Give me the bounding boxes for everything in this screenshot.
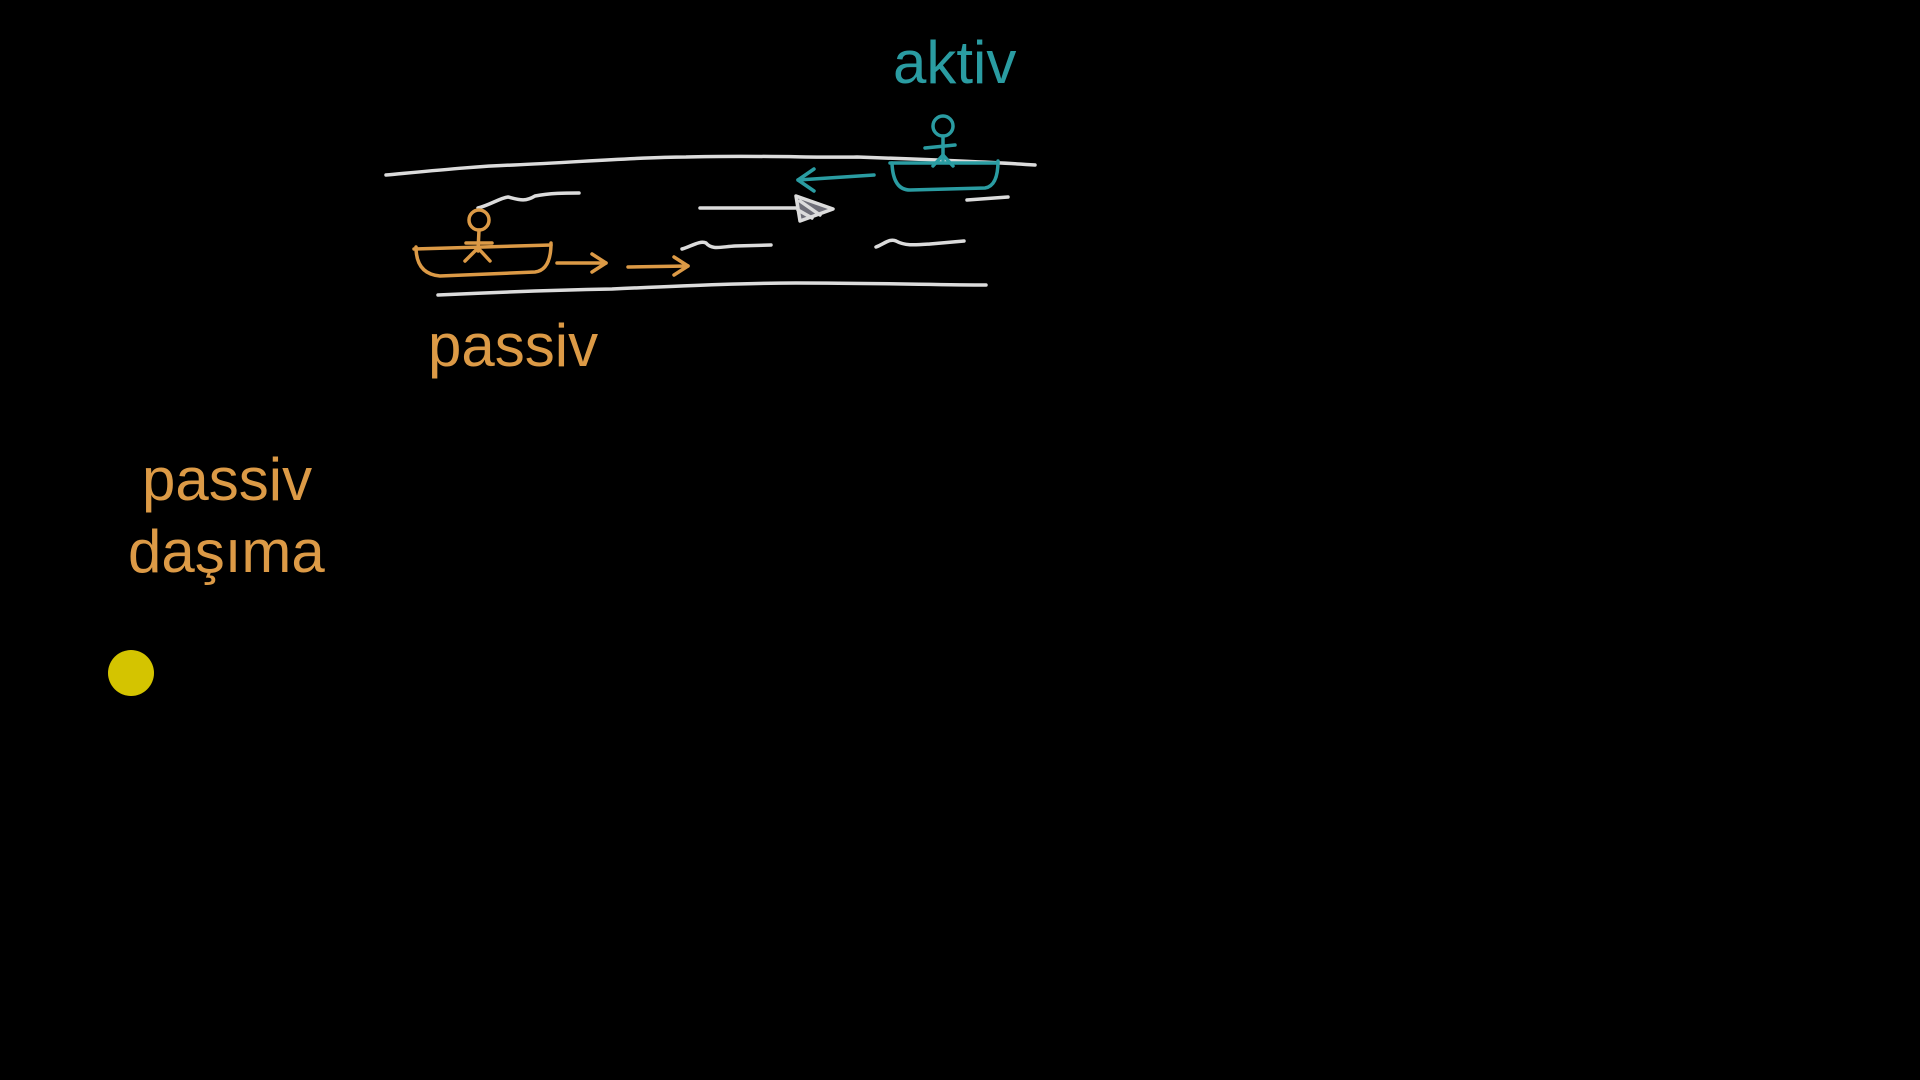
passive-boat-label: passiv bbox=[428, 312, 599, 379]
current-arrowhead-icon bbox=[794, 194, 835, 223]
river-bottom-bank bbox=[436, 281, 988, 297]
water-wave bbox=[680, 240, 773, 251]
active-boat bbox=[888, 114, 1000, 192]
water-wave bbox=[965, 195, 1010, 202]
active-person-head bbox=[931, 114, 955, 138]
river-top-bank bbox=[384, 154, 1037, 177]
passive-arrow-icon bbox=[555, 252, 608, 274]
passive-boat bbox=[412, 208, 553, 278]
passive-arrow-icon bbox=[626, 255, 690, 277]
water-wave bbox=[874, 238, 966, 249]
passive-transport-label-line1: passiv bbox=[142, 446, 313, 513]
active-arrow-icon bbox=[796, 167, 876, 193]
water-wave bbox=[476, 191, 581, 210]
passive-transport-label-line2: daşıma bbox=[128, 518, 325, 585]
passive-person-head bbox=[467, 208, 491, 232]
active-label: aktiv bbox=[893, 29, 1017, 96]
pointer-dot bbox=[108, 650, 154, 696]
